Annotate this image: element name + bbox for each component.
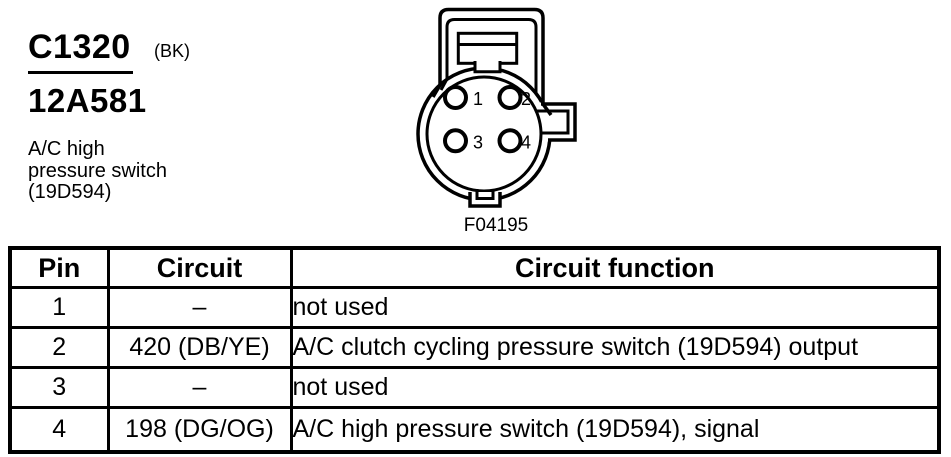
latch-clip xyxy=(456,31,519,65)
circuit-cell: – xyxy=(106,286,293,329)
pin-label-4: 4 xyxy=(521,133,531,153)
table-row: 4 198 (DG/OG) A/C high pressure switch (… xyxy=(8,406,941,454)
column-header-circuit-function: Circuit function xyxy=(289,246,941,289)
circuit-function-cell: not used xyxy=(289,366,941,409)
pinout-table: Pin Circuit Circuit function 1 – not use… xyxy=(8,246,941,454)
pin-cavity-3 xyxy=(443,128,468,154)
connector-drawing-icon: 1 2 3 4 F04195 xyxy=(416,7,577,236)
latch-tower-outer xyxy=(431,7,553,117)
figure-id-label: F04195 xyxy=(464,215,528,236)
pin-cell: 4 xyxy=(8,406,110,454)
pin-cavity-4 xyxy=(497,128,523,154)
connector-description: A/C high pressure switch (19D594) xyxy=(28,138,167,203)
bottom-notch-inner xyxy=(475,189,495,200)
circuit-function-cell: A/C high pressure switch (19D594), signa… xyxy=(289,406,941,454)
key-tab-inner xyxy=(535,109,570,135)
pin-cell: 1 xyxy=(8,286,110,329)
circuit-cell: 198 (DG/OG) xyxy=(106,406,293,454)
table-row: 3 – not used xyxy=(8,366,941,409)
latch-notch xyxy=(473,61,502,74)
pin-cell: 2 xyxy=(8,326,110,369)
circuit-cell: 420 (DB/YE) xyxy=(106,326,293,369)
connector-face-diagram: 1 2 3 4 F04195 xyxy=(405,2,590,238)
table-header-row: Pin Circuit Circuit function xyxy=(8,246,941,289)
pin-cavity-2 xyxy=(497,85,523,110)
part-number-heading: 12A581 xyxy=(28,82,147,119)
table-row: 1 – not used xyxy=(8,286,941,329)
column-header-pin: Pin xyxy=(8,246,110,289)
pin-label-3: 3 xyxy=(473,133,483,153)
circuit-cell: – xyxy=(106,366,293,409)
connector-id-heading: C1320 xyxy=(28,30,133,74)
connector-color-code: (BK) xyxy=(154,41,190,61)
circuit-function-cell: not used xyxy=(289,286,941,329)
pin-label-1: 1 xyxy=(473,89,483,109)
pin-label-2: 2 xyxy=(521,89,531,109)
pin-cavity-1 xyxy=(443,85,468,110)
column-header-circuit: Circuit xyxy=(106,246,293,289)
circuit-function-cell: A/C clutch cycling pressure switch (19D5… xyxy=(289,326,941,369)
pin-cell: 3 xyxy=(8,366,110,409)
table-row: 2 420 (DB/YE) A/C clutch cycling pressur… xyxy=(8,326,941,369)
latch-tower-inner xyxy=(439,18,545,104)
key-tab-outer xyxy=(541,102,577,142)
